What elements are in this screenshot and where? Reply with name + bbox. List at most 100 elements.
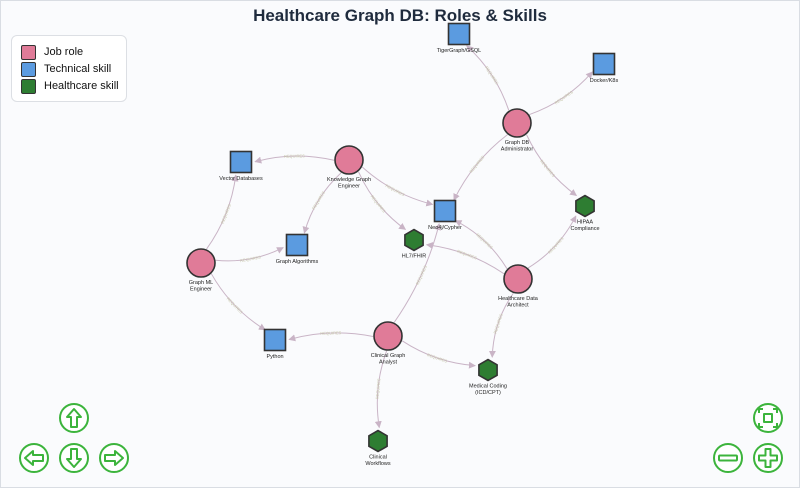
pan-down-button[interactable] [59,443,89,473]
node-label: Graph ML [189,280,213,286]
legend-swatch-technical-skill [21,61,36,77]
edge-line [425,242,505,275]
node-label: Docker/K8s [590,78,619,84]
node-label: Clinical Graph [371,353,406,359]
node-label: Engineer [338,184,360,190]
edge-cga-medcoding[interactable]: REQUIRES [401,340,476,369]
edge-hda-neo4j[interactable]: REQUIRES [454,220,508,270]
technical-skill-square [433,199,457,223]
node-label: Vector Databases [219,176,263,182]
node-vectordb[interactable]: Vector Databases [219,150,263,183]
node-label: Knowledge Graph [327,177,371,183]
edge-label: REQUIRES [240,254,262,263]
edge-line [393,223,442,323]
technical-skill-square [263,328,287,352]
edge-line [529,71,593,116]
node-label: Compliance [570,226,599,232]
pan-left-button[interactable] [19,443,49,473]
edge-label: REQUIRES [492,313,503,335]
fit-icon [758,408,778,428]
zoom-fit-button[interactable] [753,403,783,433]
edge-gmle-vectordb[interactable]: REQUIRES [206,174,239,250]
node-label: Analyst [379,360,398,366]
healthcare-skill-hexagon [404,228,424,252]
edge-label: REQUIRES [554,89,574,105]
edge-line [288,332,374,342]
minus-icon [718,454,738,462]
edge-gmle-graphalgo[interactable]: REQUIRES [215,247,284,264]
node-label: Administrator [501,147,534,153]
edge-kge-vectordb[interactable]: REQUIRES [254,153,335,164]
node-label: HIPAA [577,220,593,226]
legend-item-healthcare-skill: Healthcare skill [21,78,119,94]
pan-right-button[interactable] [99,443,129,473]
edge-cga-workflows[interactable]: REQUIRES [374,350,388,429]
legend-item-job-role: Job role [21,44,83,60]
edge-line [206,174,239,250]
legend-swatch-healthcare-skill [21,78,36,94]
legend-swatch-job-role [21,44,36,60]
edge-label: REQUIRES [220,203,232,225]
technical-skill-square [285,233,309,257]
node-label: Architect [507,303,529,309]
node-label: Neo4j/Cypher [428,225,462,231]
edge-label: REQUIRES [426,352,448,364]
edge-label: REQUIRES [226,296,244,315]
node-label: Healthcare Data [498,296,539,302]
node-hl7[interactable]: HL7/FHIR [402,228,426,260]
edge-cga-python[interactable]: REQUIRES [288,330,374,342]
edge-hda-hipaa[interactable]: REQUIRES [527,215,577,269]
node-docker[interactable]: Docker/K8s [590,52,619,85]
edge-gmle-python[interactable]: REQUIRES [210,273,266,331]
job-role-circle [334,145,364,175]
zoom-out-button[interactable] [713,443,743,473]
node-neo4j[interactable]: Neo4j/Cypher [428,199,462,232]
edge-label: REQUIRES [484,65,500,86]
edge-graphdba-neo4j[interactable]: REQUIRES [453,134,508,201]
node-tigergraph[interactable]: TigerGraph/GSQL [437,22,481,55]
edge-label: REQUIRES [320,330,341,336]
legend-label: Job role [44,46,84,58]
legend: Job role Technical skill Healthcare skil… [11,35,127,102]
edge-label: REQUIRES [456,249,478,261]
pan-up-button[interactable] [59,403,89,433]
edge-label: REQUIRES [475,232,494,250]
technical-skill-square [229,150,253,174]
plus-icon [758,448,778,468]
edge-label: REQUIRES [547,236,565,255]
node-label: Graph DB [505,140,530,146]
edge-line [215,247,284,262]
healthcare-skill-hexagon [575,194,595,218]
edge-line [374,350,388,429]
node-medcoding[interactable]: Medical Coding(ICD/CPT) [469,358,507,397]
node-label: TigerGraph/GSQL [437,48,481,54]
edge-graphdba-hipaa[interactable]: REQUIRES [526,134,578,196]
zoom-in-button[interactable] [753,443,783,473]
arrow-up-icon [66,408,82,428]
diagram-title: Healthcare Graph DB: Roles & Skills [253,6,547,25]
job-role-circle [186,248,216,278]
legend-label: Healthcare skill [44,80,119,92]
node-python[interactable]: Python [263,328,287,361]
edge-graphdba-tigergraph[interactable]: REQUIRES [466,45,510,111]
arrow-down-icon [66,448,82,468]
node-graphalgo[interactable]: Graph Algorithms [276,233,319,266]
edge-line [401,340,476,369]
edge-graphdba-docker[interactable]: REQUIRES [529,71,593,116]
edge-label: REQUIRES [370,194,387,214]
edge-line [453,134,508,201]
node-label: HL7/FHIR [402,254,426,260]
node-label: Graph Algorithms [276,259,319,265]
edge-line [466,45,510,111]
edge-hda-medcoding[interactable]: REQUIRES [488,292,514,358]
